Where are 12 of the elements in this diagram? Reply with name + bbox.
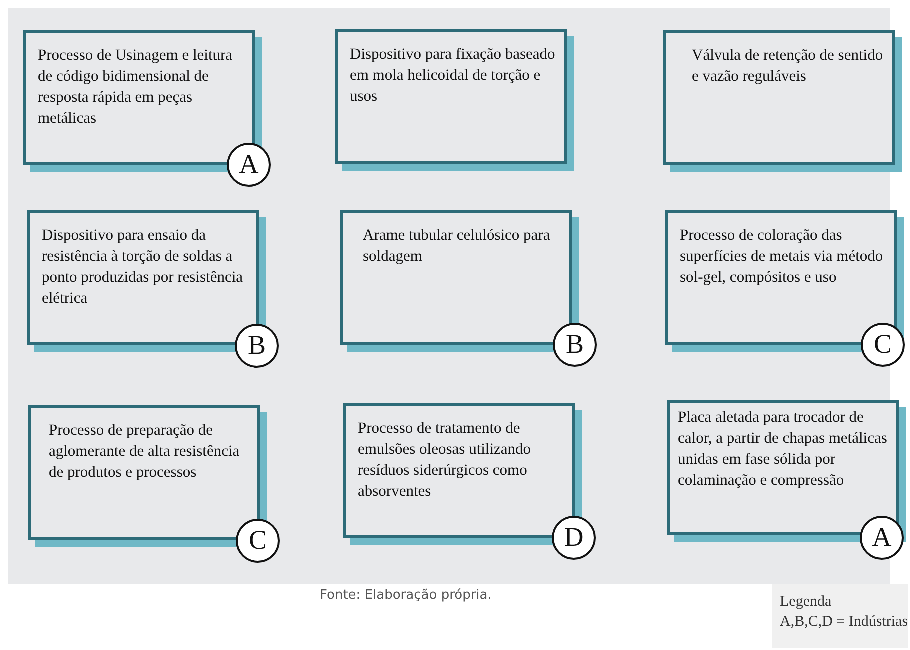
caption: Fonte: Elaboração própria. [320,588,492,603]
patent-title: Processo de Usinagem e leitura de código bidimensional de resposta rápida em peças metálicas [38,46,234,129]
patent-title: Processo de preparação de aglomerante de alta resistência de produtos e processos [49,421,241,483]
legend-text: A,B,C,D = Indústrias [780,614,908,631]
patent-title: Válvula de retenção de sentido e vazão reguláveis [692,46,884,87]
patent-title: Arame tubular celulósico para soldagem [363,226,552,267]
patent-title: Dispositivo para fixação baseado em mola helicoidal de torção e usos [350,45,556,107]
patent-title: Placa aletada para trocador de calor, a partir de chapas metálicas unidas em fase sólida por colaminação e compressão [678,408,888,491]
patent-title: Processo de coloração das superfícies de metais via método sol-gel, compósitos e uso [680,226,884,288]
legend-heading: Legenda [780,594,832,611]
patent-title: Processo de tratamento de emulsões oleosas utilizando resíduos siderúrgicos como absorventes [358,419,532,502]
patent-title: Dispositivo para ensaio da resistência à torção de soldas a ponto produzidas por resistência elétrica [42,226,244,309]
